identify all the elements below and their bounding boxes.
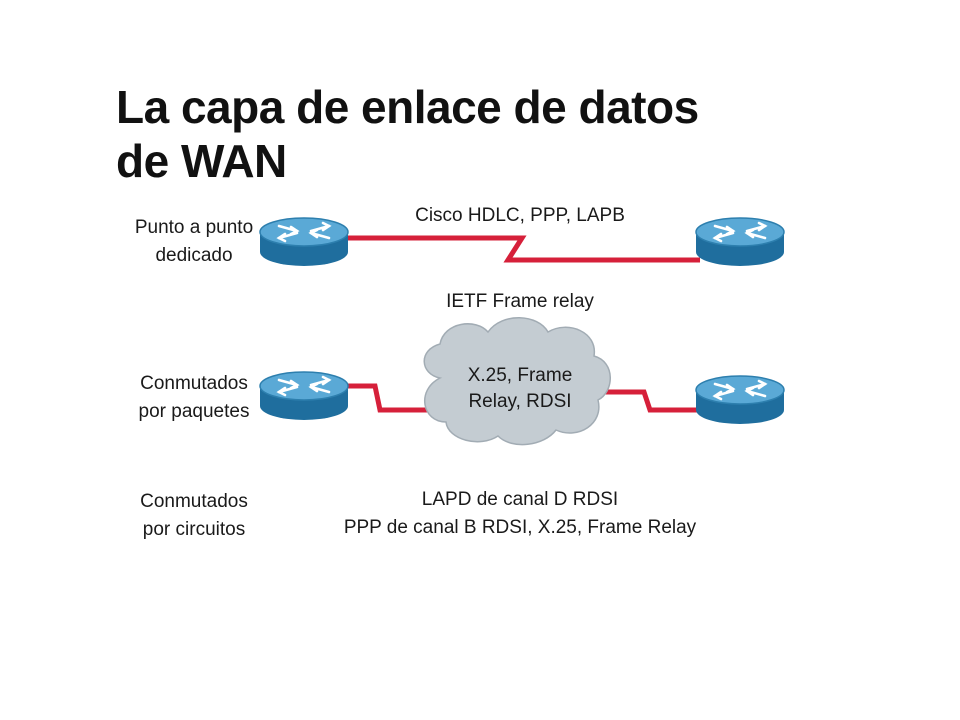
- page-title-line2: de WAN: [116, 135, 287, 187]
- cloud-icon: [423, 317, 611, 446]
- page-title-line1: La capa de enlace de datos: [116, 81, 699, 133]
- cloud-label-line1: X.25, Frame: [468, 365, 573, 386]
- serial-link-left: [344, 383, 432, 413]
- serial-link-right: [600, 389, 700, 413]
- row-label-circuit-switched: Conmutados por circuitos: [140, 491, 248, 540]
- router-icon: [694, 216, 786, 268]
- row-label-packet-switched: Conmutados por paquetes: [138, 373, 250, 422]
- row-label-point-to-point: Punto a punto dedicado: [134, 217, 254, 266]
- serial-link-point-to-point: [344, 235, 700, 263]
- cloud-label-line2: Relay, RDSI: [468, 391, 571, 412]
- protocol-label-circuit: LAPD de canal D RDSI PPP de canal B RDSI…: [343, 489, 697, 538]
- page-title: La capa de enlace de datos de WAN: [116, 80, 699, 188]
- router-icon: [258, 216, 350, 268]
- router-icon: [258, 370, 350, 422]
- protocol-label-ietf: IETF Frame relay: [446, 291, 594, 312]
- router-icon: [694, 374, 786, 426]
- protocol-label-point-to-point: Cisco HDLC, PPP, LAPB: [415, 205, 625, 226]
